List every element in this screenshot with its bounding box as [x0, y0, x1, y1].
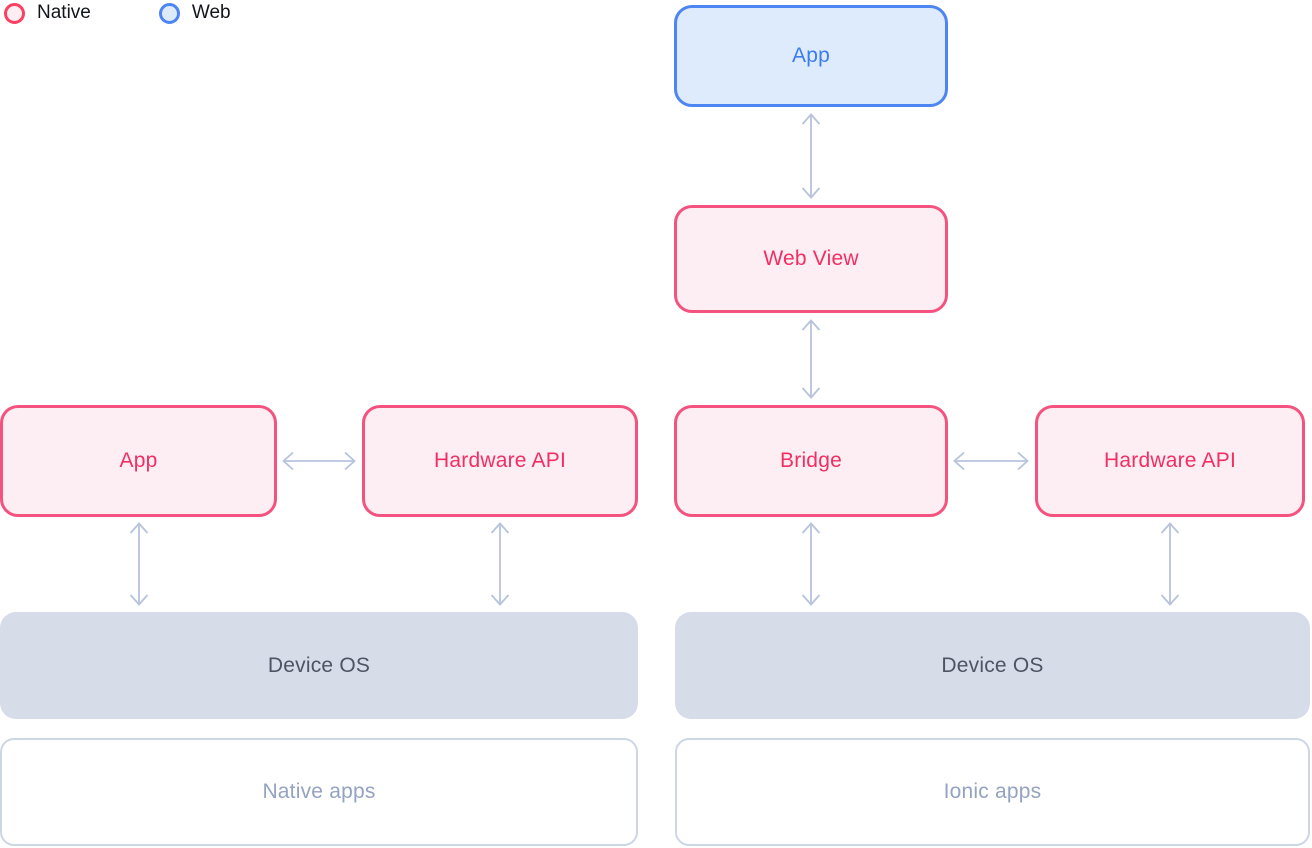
native-apps-caption-box: Native apps [0, 738, 638, 846]
native-app-hardwareapi-arrow-icon [282, 451, 356, 471]
legend-label-native: Native [37, 2, 91, 23]
web-legend-dot-icon [158, 2, 180, 24]
native-hardwareapi-deviceos-arrow-icon [490, 522, 510, 606]
native-app-deviceos-arrow-icon [129, 522, 149, 606]
legend-item-web: Web [158, 2, 231, 24]
native-hardware-api-box: Hardware API [362, 405, 638, 517]
app-webview-arrow-icon [801, 113, 821, 199]
ionic-web-view-box: Web View [674, 205, 948, 313]
ionic-bridge-box: Bridge [674, 405, 948, 517]
ionic-device-os-box: Device OS [675, 612, 1310, 719]
legend-label-web: Web [191, 2, 231, 23]
native-legend-dot-icon [4, 2, 25, 24]
native-app-box: App [0, 405, 277, 517]
legend: Native Web [4, 2, 231, 24]
bridge-deviceos-arrow-icon [801, 522, 821, 606]
ionic-apps-caption-box: Ionic apps [675, 738, 1310, 846]
ionic-app-box: App [674, 5, 948, 107]
webview-bridge-arrow-icon [801, 319, 821, 399]
ionic-hardware-api-box: Hardware API [1035, 405, 1305, 517]
bridge-hardwareapi-arrow-icon [953, 451, 1029, 471]
native-device-os-box: Device OS [0, 612, 638, 719]
ionic-hardwareapi-deviceos-arrow-icon [1160, 522, 1180, 606]
legend-item-native: Native [4, 2, 91, 24]
